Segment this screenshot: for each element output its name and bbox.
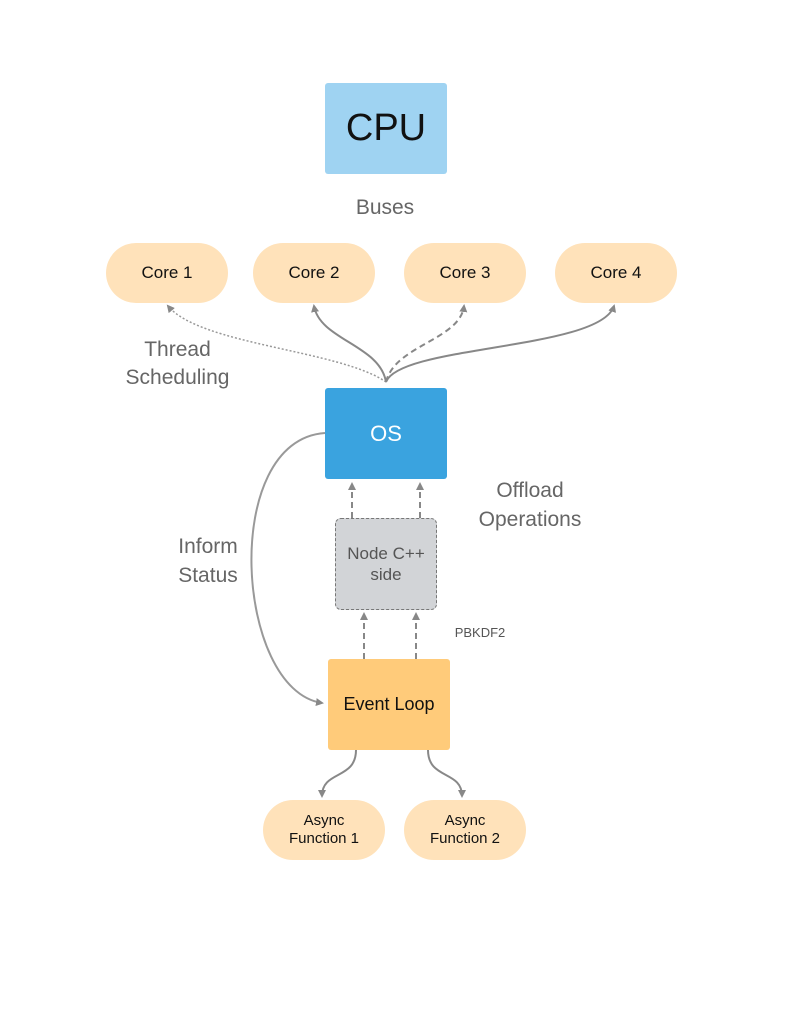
- async-function-1-node: Async Function 1: [263, 800, 385, 860]
- edge-os-core-4: [385, 304, 616, 383]
- edge-os-core-2: [311, 304, 387, 383]
- buses-label: Buses: [355, 196, 415, 219]
- pbkdf2-label: PBKDF2: [454, 625, 506, 640]
- thread-scheduling-label: Thread Scheduling: [125, 338, 230, 390]
- core-3-label: Core 3: [439, 263, 491, 282]
- core-4-node: Core 4: [555, 243, 677, 303]
- async-function-2-label: Async Function 2: [429, 812, 501, 847]
- async-function-1-label: Async Function 1: [288, 812, 360, 847]
- node-cpp-side-node: Node C++ side: [335, 518, 437, 610]
- core-1-node: Core 1: [106, 243, 228, 303]
- core-4-label: Core 4: [590, 263, 642, 282]
- core-3-node: Core 3: [404, 243, 526, 303]
- os-label: OS: [370, 420, 402, 446]
- core-2-label: Core 2: [288, 263, 340, 282]
- core-2-node: Core 2: [253, 243, 375, 303]
- cpu-node: CPU: [325, 83, 447, 174]
- edge-eventloop-async-2: [427, 749, 466, 798]
- core-1-label: Core 1: [141, 263, 193, 282]
- cpu-label: CPU: [345, 107, 427, 149]
- event-loop-node: Event Loop: [328, 659, 450, 750]
- os-node: OS: [325, 388, 447, 479]
- inform-status-label: Inform Status: [178, 535, 238, 588]
- edge-os-core-1: [166, 304, 387, 383]
- event-loop-label: Event Loop: [343, 694, 435, 714]
- async-function-2-node: Async Function 2: [404, 800, 526, 860]
- offload-operations-label: Offload Operations: [478, 479, 582, 532]
- edge-os-core-3: [385, 304, 468, 383]
- edge-eventloop-async-1: [318, 749, 357, 798]
- edge-os-eventloop-inform: [250, 432, 326, 707]
- node-cpp-side-label: Node C++ side: [347, 543, 425, 584]
